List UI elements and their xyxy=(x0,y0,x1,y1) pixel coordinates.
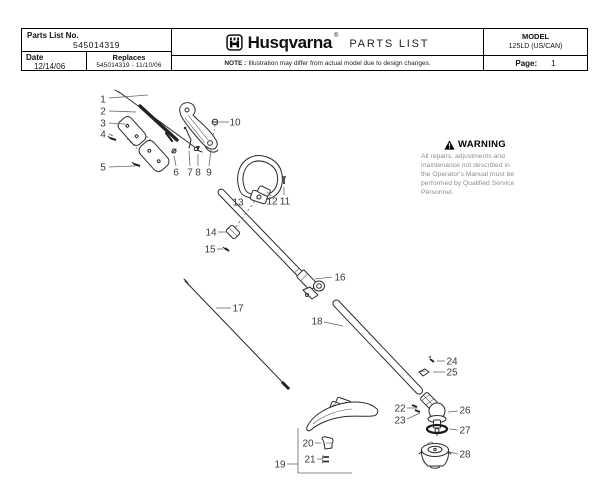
guard-drawing xyxy=(306,396,379,463)
part-label-19: 19 xyxy=(274,460,286,471)
date-replaces-row: Date 12/14/06 Replaces 545014319 - 11/10… xyxy=(22,52,171,71)
part-label-8: 8 xyxy=(195,168,201,179)
leader-line-16 xyxy=(314,276,333,280)
part-label-11: 11 xyxy=(280,197,291,208)
brand-name: Husqvarna xyxy=(247,32,333,52)
model-cell: MODEL 125LD (US/CAN) xyxy=(484,29,587,56)
part-label-26: 26 xyxy=(459,406,471,417)
date-value: 12/14/06 xyxy=(34,62,66,71)
header-table: Parts List No. 545014319 Date 12/14/06 R… xyxy=(21,28,588,71)
trimmer-head-drawing xyxy=(418,441,452,469)
guard-screws-drawing xyxy=(322,455,329,463)
leader-line-9 xyxy=(208,149,212,167)
part-label-27: 27 xyxy=(459,426,471,437)
part-label-4: 4 xyxy=(100,130,106,141)
part-label-13: 13 xyxy=(232,198,244,209)
date-cell: Date 12/14/06 xyxy=(22,52,87,71)
note-label: NOTE : xyxy=(224,60,247,67)
model-label: MODEL xyxy=(521,32,550,41)
shaft-clamp-drawing xyxy=(222,224,241,252)
part-label-24: 24 xyxy=(446,357,458,368)
leader-line-26 xyxy=(447,410,459,413)
part-label-21: 21 xyxy=(304,455,316,466)
coupler-drawing xyxy=(296,269,325,300)
loop-handle-drawing xyxy=(237,155,286,205)
part-label-1: 1 xyxy=(100,95,106,106)
replaces-label: Replaces xyxy=(112,53,146,62)
gearbox-drawing xyxy=(411,356,449,436)
document-title: PARTS LIST xyxy=(349,38,430,50)
brand-row: Husqvarna ® PARTS LIST xyxy=(172,29,483,56)
leader-line-27 xyxy=(448,428,459,431)
exploded-parts-diagram: 1234567891011121314151617181920212223242… xyxy=(100,89,471,474)
part-label-15: 15 xyxy=(204,245,216,256)
part-label-17: 17 xyxy=(232,304,244,315)
part-label-22: 22 xyxy=(394,404,406,415)
oring-drawing xyxy=(425,423,449,435)
warning-body: All repairs, adjustments and maintenance… xyxy=(421,153,515,197)
warning-title: WARNING xyxy=(457,139,506,150)
date-label: Date xyxy=(26,53,44,62)
note-row: NOTE : Illustration may differ from actu… xyxy=(172,56,483,71)
page-label: Page: xyxy=(515,59,538,68)
part-label-7: 7 xyxy=(187,168,193,179)
page-number: 1 xyxy=(551,59,556,68)
header-right-section: MODEL 125LD (US/CAN) Page: 1 xyxy=(484,29,587,71)
part-label-23: 23 xyxy=(394,416,406,427)
leader-line-13 xyxy=(234,196,259,229)
leader-line-5 xyxy=(108,165,136,168)
warning-triangle-icon xyxy=(444,139,455,150)
leader-line-28 xyxy=(449,451,459,455)
throttle-cable-drawing xyxy=(114,89,203,153)
note-text: Illustration may differ from actual mode… xyxy=(248,60,431,67)
drive-shaft-drawing xyxy=(183,278,291,391)
parts-list-no-value: 545014319 xyxy=(72,40,121,50)
part-label-28: 28 xyxy=(459,450,471,461)
warning-title-row: WARNING xyxy=(421,139,529,150)
part-label-3: 3 xyxy=(100,119,106,130)
model-value: 125LD (US/CAN) xyxy=(508,43,563,50)
part-label-16: 16 xyxy=(334,273,346,284)
parts-list-no-cell: Parts List No. 545014319 xyxy=(22,29,171,52)
parts-list-no-label: Parts List No. xyxy=(27,31,79,40)
leader-line-7 xyxy=(188,150,191,167)
leader-line-12 xyxy=(266,191,272,197)
leader-line-18 xyxy=(323,321,344,327)
leader-line-23 xyxy=(406,412,421,420)
part-label-25: 25 xyxy=(446,368,458,379)
part-label-2: 2 xyxy=(100,107,106,118)
warning-box: WARNING All repairs, adjustments and mai… xyxy=(421,139,529,197)
lower-shaft-drawing xyxy=(332,299,424,395)
leader-line-2 xyxy=(108,110,137,113)
part-label-14: 14 xyxy=(205,228,217,239)
replaces-cell: Replaces 545014319 - 11/10/06 xyxy=(87,52,171,71)
part-label-5: 5 xyxy=(100,163,106,174)
part-label-18: 18 xyxy=(311,317,323,328)
husqvarna-crown-icon xyxy=(226,33,243,51)
part-label-12: 12 xyxy=(266,197,278,208)
leader-line-3 xyxy=(108,122,126,125)
part-label-6: 6 xyxy=(173,168,179,179)
part-label-20: 20 xyxy=(302,439,314,450)
part-label-9: 9 xyxy=(206,168,212,179)
header-left-section: Parts List No. 545014319 Date 12/14/06 R… xyxy=(22,29,172,71)
header-middle-section: Husqvarna ® PARTS LIST NOTE : Illustrati… xyxy=(172,29,484,71)
rear-handle-drawing xyxy=(107,116,170,172)
leader-line-6 xyxy=(173,155,177,167)
leader-line-1 xyxy=(108,94,149,99)
leader-line-4 xyxy=(108,133,114,137)
registered-trademark: ® xyxy=(333,33,339,39)
page-cell: Page: 1 xyxy=(484,56,587,71)
replaces-value: 545014319 - 11/10/06 xyxy=(96,62,162,69)
throttle-assembly-drawing xyxy=(171,102,219,154)
part-label-10: 10 xyxy=(229,118,241,129)
